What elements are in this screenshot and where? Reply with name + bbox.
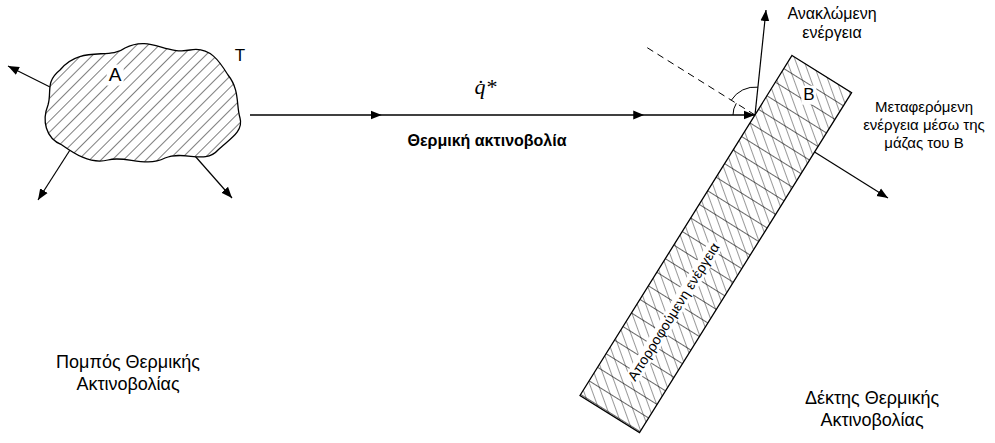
- slab-hatch: [580, 56, 852, 433]
- body-letter: B: [801, 86, 816, 105]
- temperature-symbol: T: [229, 46, 251, 66]
- radiation-ray: [250, 114, 755, 115]
- radiation-arrow: [38, 150, 70, 200]
- angle-arc: [733, 103, 736, 115]
- emitter-caption: Πομπός Θερμικής Ακτινοβολίας: [23, 352, 233, 395]
- radiation-label: Θερμική ακτινοβολία: [372, 131, 602, 150]
- slab-ticks: [580, 56, 852, 433]
- body-letter: A: [107, 65, 124, 86]
- emitter-blob: A: [40, 30, 250, 175]
- receiver-caption: Δέκτης Θερμικής Ακτινοβολίας: [767, 388, 977, 431]
- blob-hatch: [45, 44, 240, 162]
- receiver-slab: BΑπορροφούμενη ενέργεια: [580, 55, 852, 433]
- heat-flux-symbol: q̇*: [472, 75, 498, 99]
- reflected-label: Ανακλώμενη ενέργεια: [779, 4, 885, 42]
- surface-normal: [645, 46, 756, 115]
- transmitted-label: Μεταφερόμενη ενέργεια μέσω της μάζας του…: [856, 98, 992, 152]
- blob-fill: [45, 44, 240, 162]
- blob-outline: [40, 30, 250, 175]
- slab-fill: [580, 56, 852, 433]
- radiation-arrow: [195, 156, 232, 198]
- radiation-arrow: [8, 66, 52, 88]
- angle-arc: [731, 87, 758, 100]
